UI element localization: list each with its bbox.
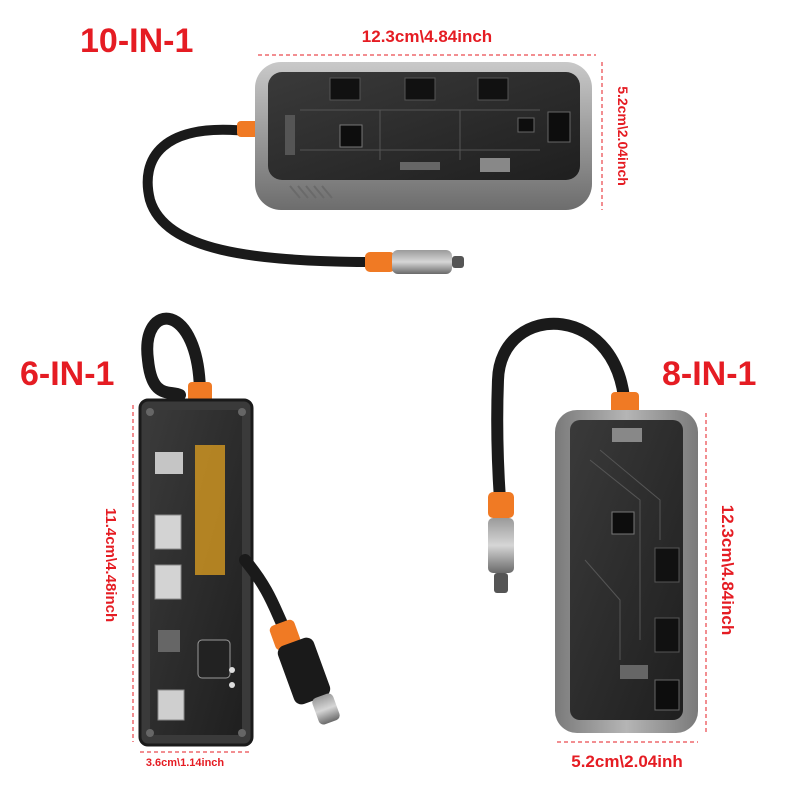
chip <box>611 511 635 535</box>
usb-c-plug-housing <box>277 637 331 705</box>
plug-collar <box>365 252 395 272</box>
chip <box>158 630 180 652</box>
connector <box>400 162 440 170</box>
hub-10-label: 10-IN-1 <box>80 22 193 60</box>
usb-port <box>154 564 182 600</box>
hub-10-in-1 <box>142 62 592 274</box>
hub-8-length-dimension: 12.3cm\4.84inch <box>718 505 737 635</box>
usb-port <box>404 77 436 101</box>
card-slot <box>654 679 680 711</box>
usb-c-tip <box>452 256 464 268</box>
accent-graphic <box>195 445 225 575</box>
chip <box>339 124 363 148</box>
usb-c-cable <box>491 317 631 506</box>
hub-8-label: 8-IN-1 <box>662 355 756 393</box>
usb-c-plug <box>392 250 452 274</box>
usb-c-cable <box>142 124 380 267</box>
usb-port <box>477 77 509 101</box>
cable-strain-relief <box>611 392 639 414</box>
connector <box>612 428 642 442</box>
logo-plate <box>197 639 231 679</box>
hub-10-height-dimension: 5.2cm\2.04inch <box>615 86 631 186</box>
connector <box>285 115 295 155</box>
usb-c-plug <box>312 693 340 725</box>
hub-10-width-dimension: 12.3cm\4.84inch <box>362 27 492 46</box>
usb-c-plug <box>488 518 514 573</box>
hub-6-length-dimension: 11.4cm\4.48inch <box>102 508 119 622</box>
hub-6-in-1 <box>138 312 340 747</box>
hub-6-label: 6-IN-1 <box>20 355 114 393</box>
usb-c-port <box>155 452 183 474</box>
usb-port <box>654 617 680 653</box>
hub-6-width-dimension: 3.6cm\1.14inch <box>146 757 225 769</box>
plug-collar <box>488 492 514 518</box>
usb-port <box>329 77 361 101</box>
connector <box>620 665 648 679</box>
hub-8-in-1 <box>488 317 698 733</box>
hub-8-width-dimension: 5.2cm\2.04inh <box>571 752 683 771</box>
hdmi-port <box>157 689 185 721</box>
chip <box>517 117 535 133</box>
card-slot <box>547 111 571 143</box>
usb-port <box>154 514 182 550</box>
usb-c-tip <box>494 573 508 593</box>
connector <box>480 158 510 172</box>
usb-port <box>654 547 680 583</box>
usb-c-cable <box>141 312 206 401</box>
